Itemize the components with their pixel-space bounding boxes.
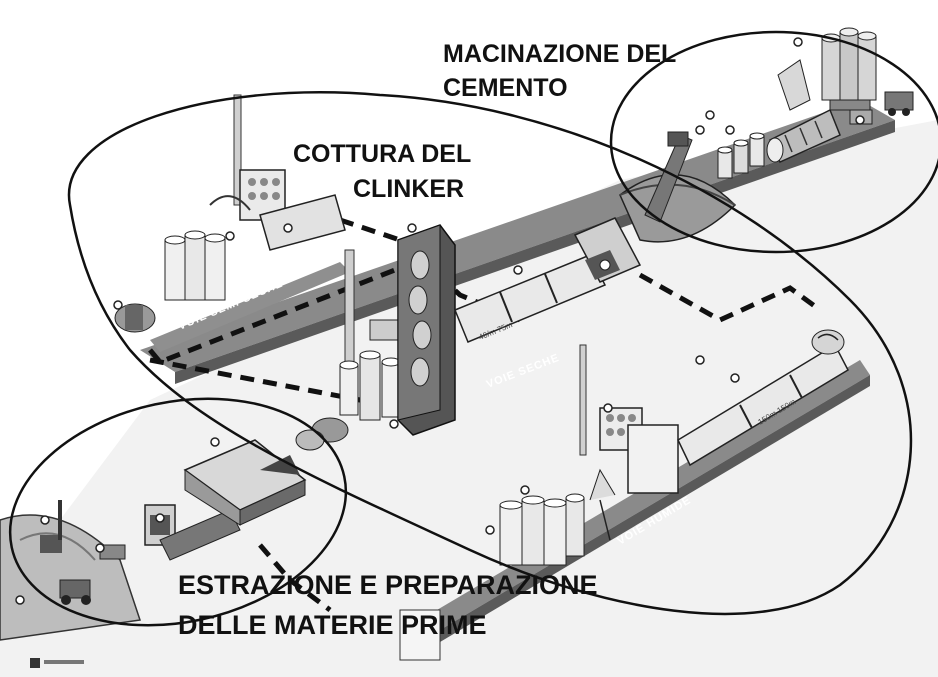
raw-conveyor: [159, 509, 241, 561]
semi-dry-plant: [114, 94, 346, 333]
clinker-zone-title-line1: COTTURA DEL: [293, 140, 471, 168]
wet-heat-exchanger: [627, 424, 679, 494]
wet-track-band: [420, 360, 870, 636]
raw-zone-title-line2: DELLE MATERIE PRIME: [178, 610, 487, 640]
clinker-zone-title-line2: CLINKER: [353, 175, 464, 203]
additive-silos: [717, 132, 765, 179]
quarry-mast: [58, 500, 62, 540]
dash-left-lower: [149, 357, 361, 403]
cement-silos: [821, 27, 877, 111]
rotary-kiln-wet: [677, 343, 849, 467]
dash-wet-right: [638, 272, 822, 323]
semi-dry-track-band: [150, 262, 350, 352]
semi-dry-kiln: [259, 194, 346, 251]
wet-plant: 150m 150m: [399, 329, 849, 661]
wet-cooler: [811, 329, 845, 355]
wet-track-edge: [430, 375, 870, 648]
cement-truck: [884, 91, 914, 111]
zone-outlines: [8, 30, 938, 627]
separator: [777, 59, 811, 111]
corner-logo: [30, 658, 84, 668]
cement-zone-title-line1: MACINAZIONE DEL: [443, 40, 676, 68]
zone-titles: MACINAZIONE DEL CEMENTO COTTURA DEL CLIN…: [178, 40, 676, 640]
dump-truck: [59, 579, 91, 599]
cement-zone-title-line2: CEMENTO: [443, 74, 568, 102]
ground-plane: [0, 120, 938, 677]
semi-dry-silos: [164, 230, 226, 301]
clinker-zone-outline: [67, 91, 913, 616]
dry-track-edge: [175, 120, 895, 384]
wet-raw-mill: [399, 609, 441, 661]
wet-chimney: [579, 344, 587, 456]
raw-zone-title-line1: ESTRAZIONE E PREPARAZIONE: [178, 570, 598, 600]
rotary-kiln-dry: [454, 254, 607, 343]
dry-plant: 40/m 75m: [339, 217, 642, 436]
dome-conveyor: [644, 134, 693, 223]
dry-track-band: [140, 100, 895, 372]
step-markers: [15, 37, 865, 605]
cyclones: [408, 250, 432, 387]
dash-semi-dry: [148, 265, 401, 365]
semi-dry-chimney: [233, 94, 242, 206]
raw-meal-silos: [339, 350, 401, 421]
raw-zone-outline: [8, 397, 348, 627]
cement-zone-outline: [609, 30, 938, 254]
slurry-tanks: [499, 493, 585, 566]
excavator: [40, 535, 62, 553]
